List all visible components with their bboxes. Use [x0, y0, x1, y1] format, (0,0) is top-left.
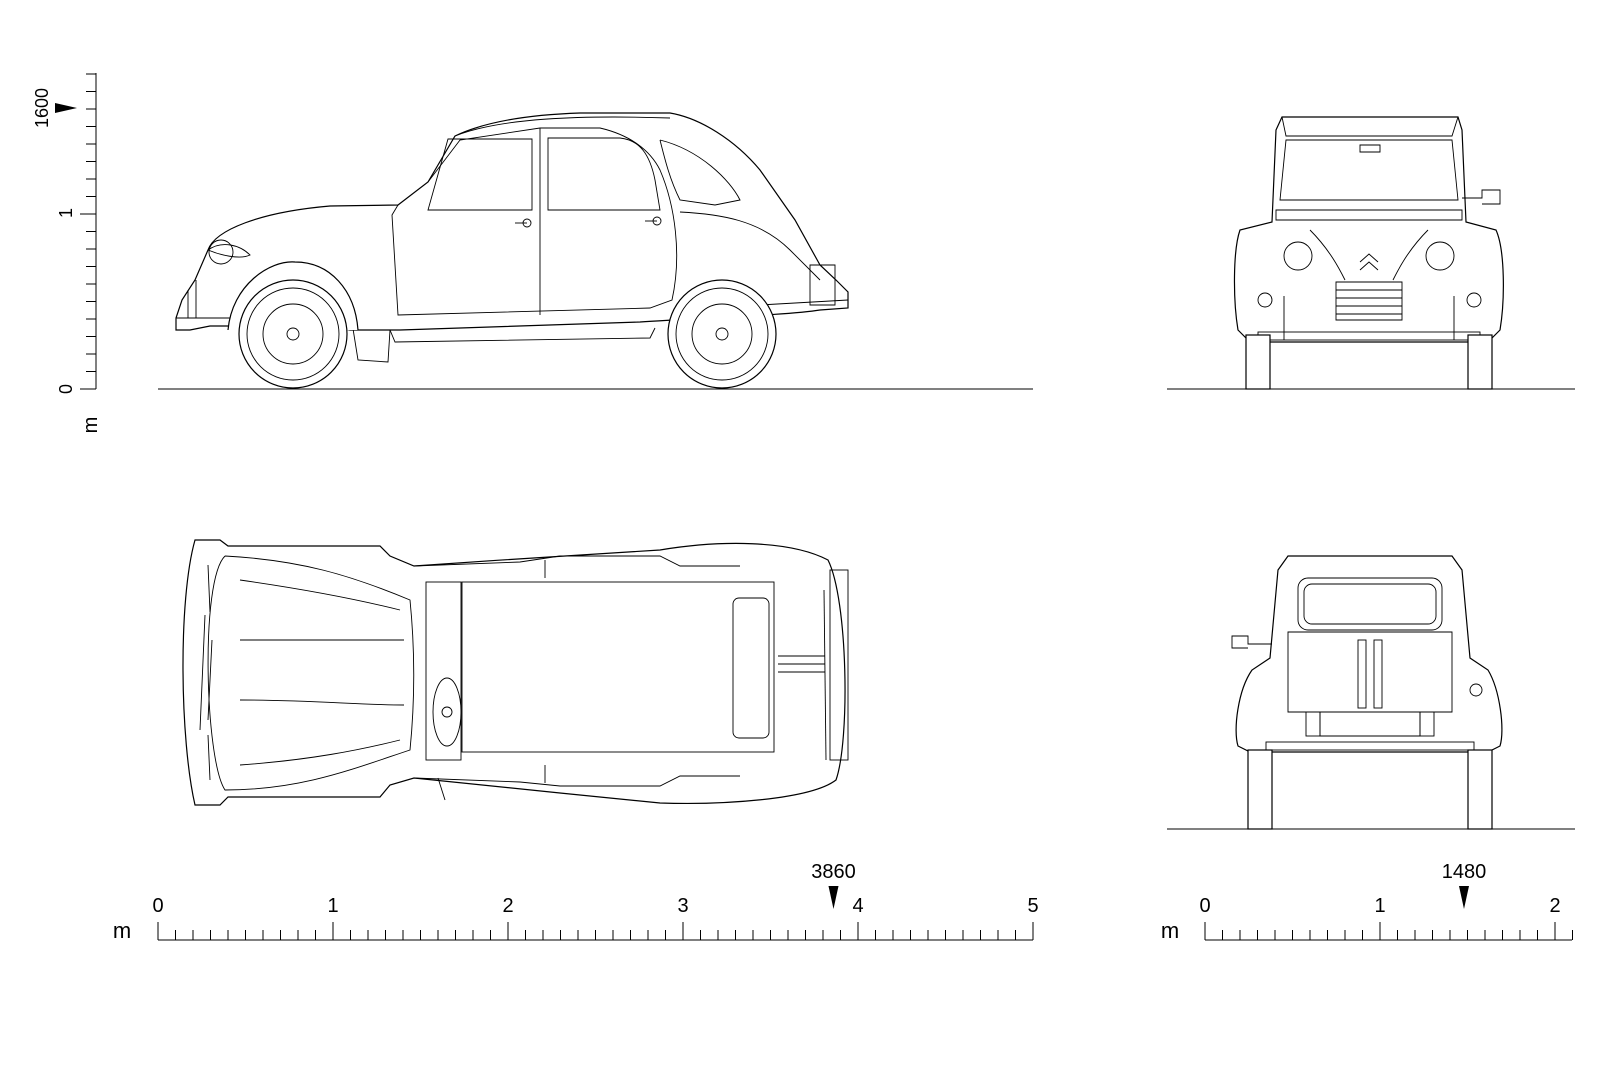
- width-scale-ticks: [1204, 922, 1573, 940]
- side-view: [158, 112, 1033, 390]
- vertical-scale-unit: m: [80, 417, 102, 434]
- width-scale-marker-label: 1480: [1442, 861, 1487, 883]
- width-scale-unit: m: [1161, 918, 1179, 943]
- length-scale-label-3: 3: [677, 895, 688, 917]
- width-scale-marker-arrow: [1459, 886, 1469, 909]
- front-wheel: [227, 261, 359, 389]
- width-scale-label-1: 1: [1374, 895, 1385, 917]
- width-scale-label-2: 2: [1549, 895, 1560, 917]
- vertical-scale-ticks: [80, 73, 96, 390]
- vertical-scale: 0 1 1600 m: [32, 73, 102, 433]
- width-scale-label-0: 0: [1199, 895, 1210, 917]
- top-view: [182, 539, 849, 806]
- vertical-scale-marker-arrow: [55, 103, 77, 113]
- length-scale-label-0: 0: [152, 895, 163, 917]
- length-scale: 0 1 2 3 4 5 m 3860: [113, 861, 1039, 943]
- front-view: [1167, 116, 1575, 390]
- length-scale-ticks: [157, 922, 1034, 940]
- length-scale-label-5: 5: [1027, 895, 1038, 917]
- width-scale: 0 1 2 m 1480: [1161, 861, 1573, 943]
- rear-wheel: [667, 279, 777, 389]
- length-scale-label-4: 4: [852, 895, 863, 917]
- vertical-scale-label-1: 1: [56, 208, 76, 218]
- length-scale-label-2: 2: [502, 895, 513, 917]
- rear-view: [1167, 555, 1575, 830]
- length-scale-marker-label: 3860: [811, 861, 856, 883]
- length-scale-unit: m: [113, 918, 131, 943]
- vertical-scale-marker-label: 1600: [32, 88, 52, 128]
- vertical-scale-label-0: 0: [56, 384, 76, 394]
- length-scale-marker-arrow: [828, 886, 839, 909]
- length-scale-label-1: 1: [327, 895, 338, 917]
